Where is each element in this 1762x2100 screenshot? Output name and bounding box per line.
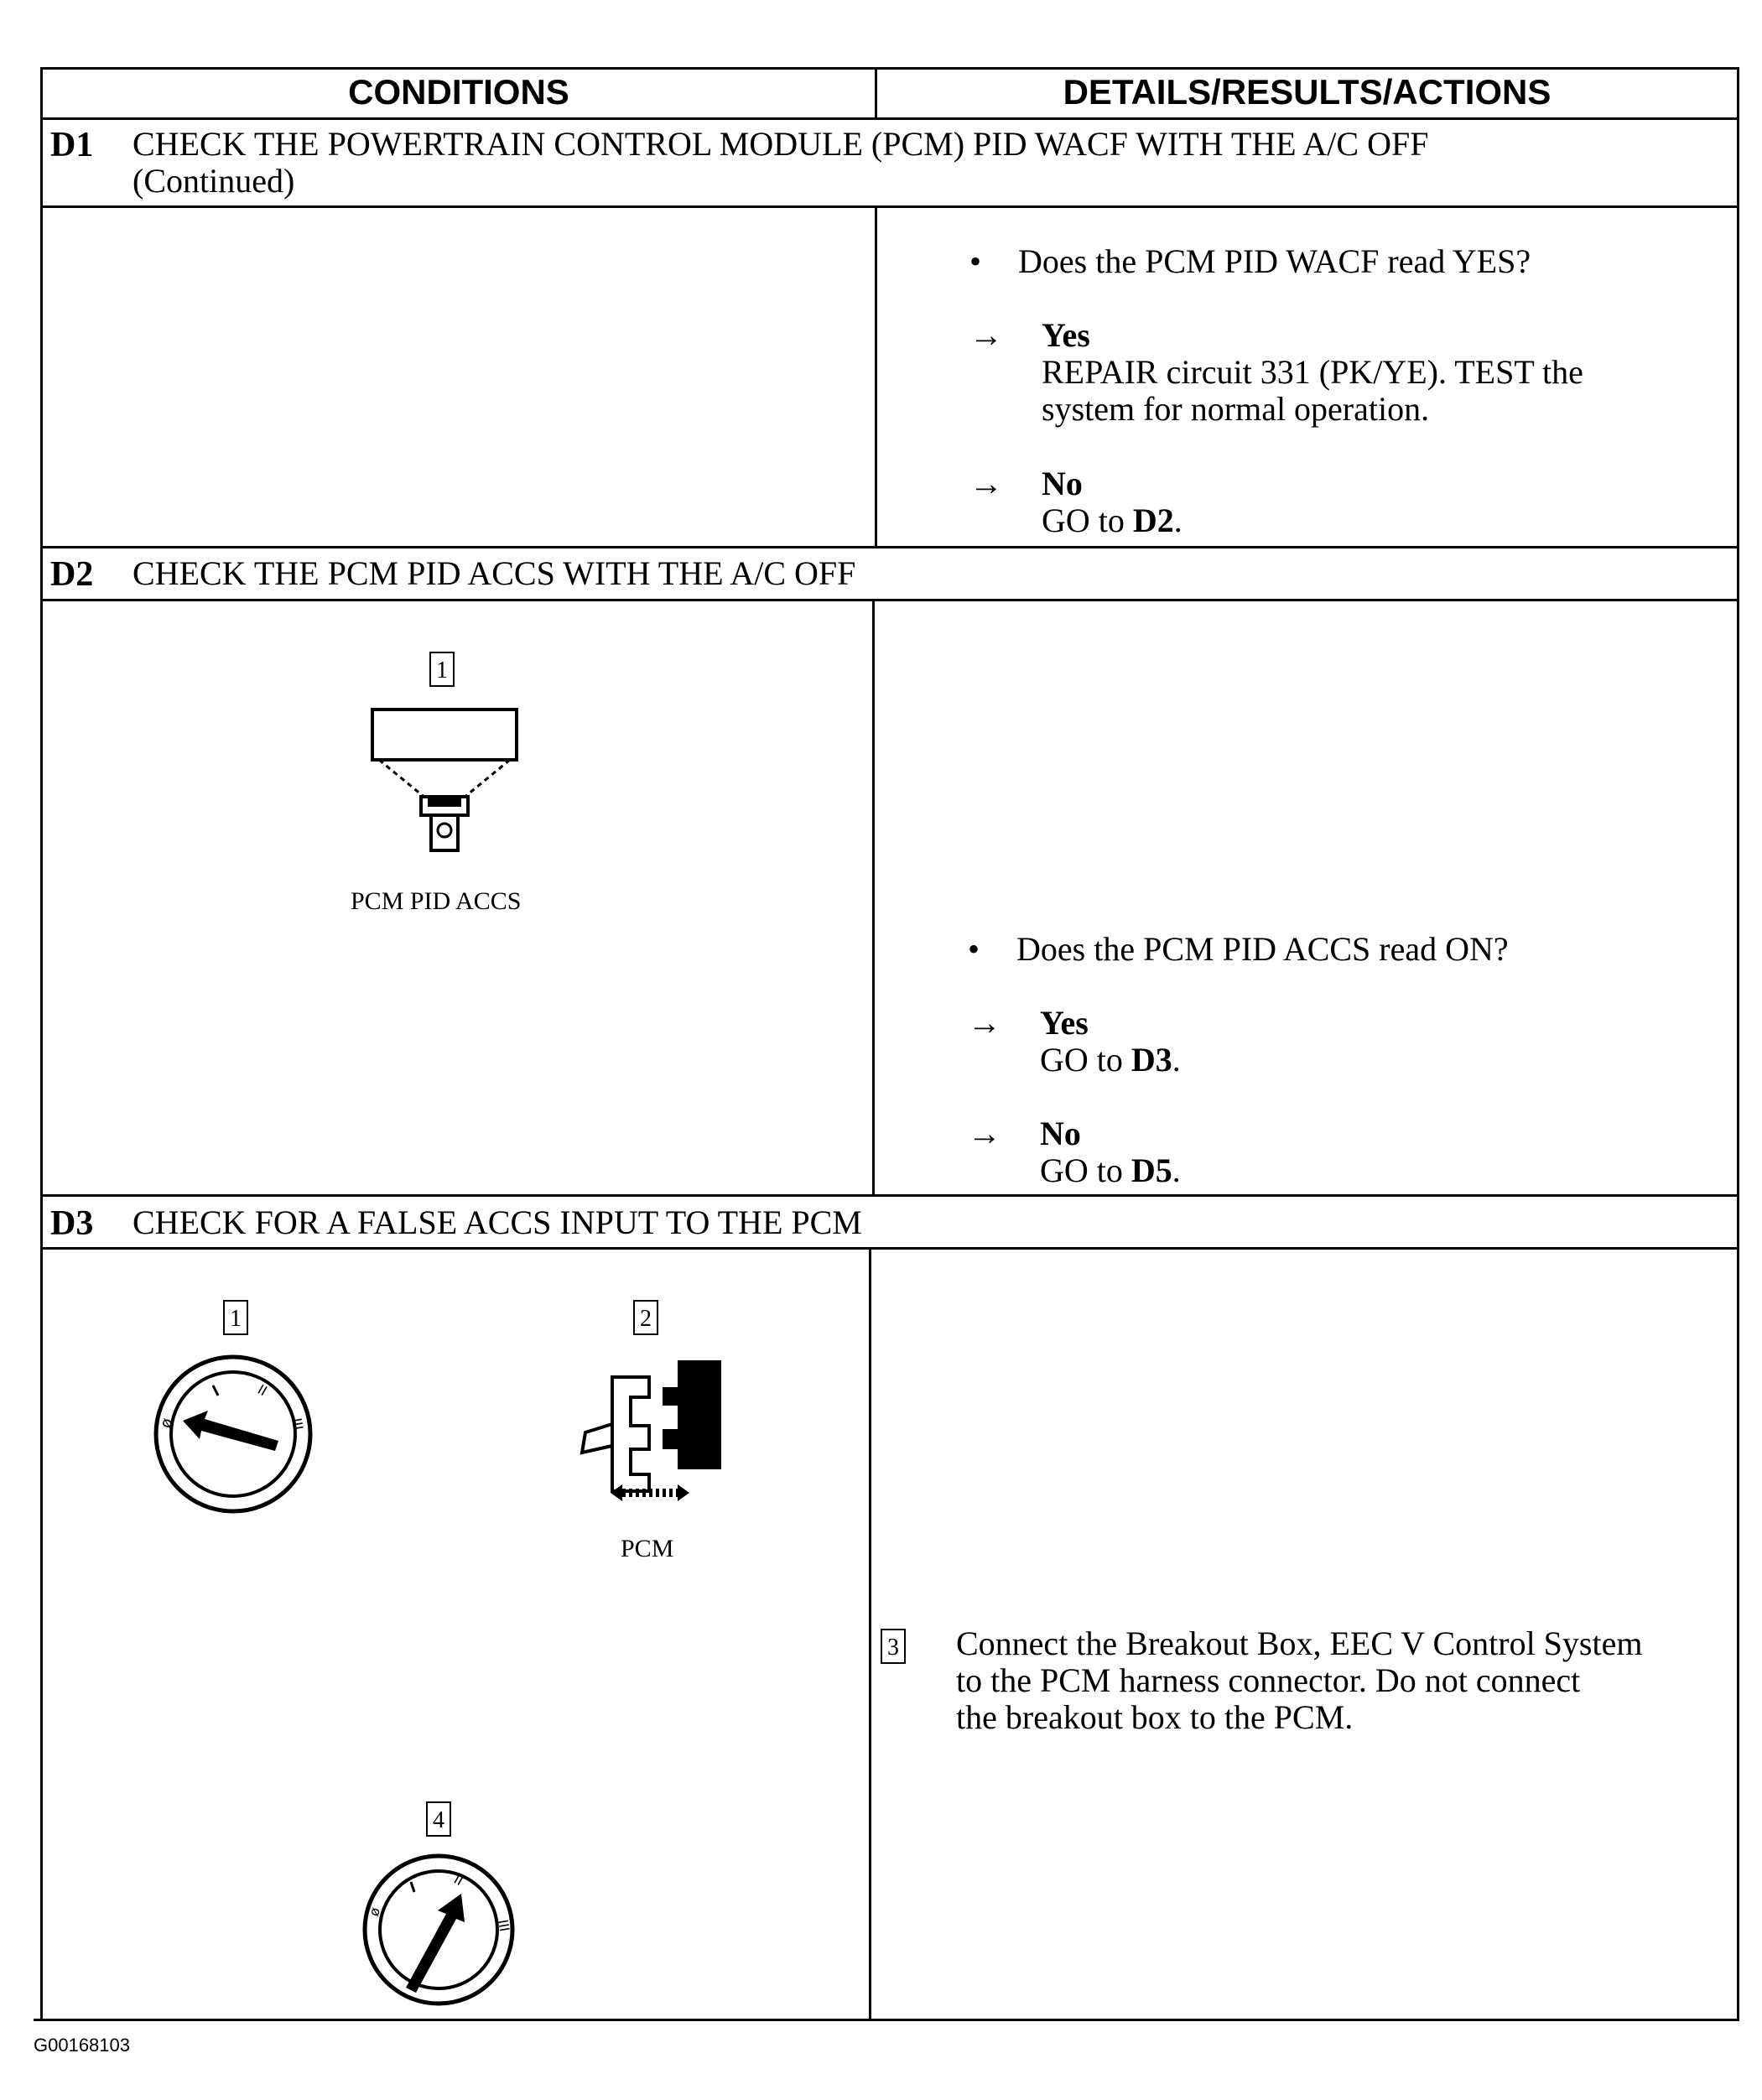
d2-fig-step-box: 1 (429, 652, 455, 687)
d3-column-divider (869, 1247, 871, 2020)
d2-no-prefix: GO to (1040, 1151, 1131, 1189)
pcm-connector-icon (580, 1360, 721, 1501)
d2-yes-suffix: . (1172, 1041, 1181, 1079)
d3-step3-box: 3 (881, 1629, 906, 1664)
d2-no-suffix: . (1172, 1151, 1181, 1189)
d1-step-id: D1 (50, 126, 94, 164)
d2-step-id: D2 (50, 555, 94, 594)
d1-no-target[interactable]: D2 (1132, 502, 1174, 539)
d2-yes-target[interactable]: D3 (1130, 1041, 1172, 1079)
d1-yes-action-2: system for normal operation. (1042, 390, 1430, 428)
figure-code: G00168103 (34, 2035, 130, 2056)
d2-fig-caption: PCM PID ACCS (351, 887, 522, 915)
d1-no-suffix: . (1173, 502, 1182, 539)
header-conditions: CONDITIONS (348, 72, 569, 112)
header-details: DETAILS/RESULTS/ACTIONS (1063, 72, 1551, 112)
d1-yes-label: Yes (1042, 316, 1090, 354)
table-border-top (40, 67, 1739, 70)
d2-no-action: GO to D5. (1040, 1152, 1181, 1189)
d3-fig1-step-box: 1 (223, 1300, 248, 1335)
d1-yes-action-1: REPAIR circuit 331 (PK/YE). TEST the (1042, 353, 1583, 391)
d3-step-title: CHECK FOR A FALSE ACCS INPUT TO THE PCM (133, 1203, 862, 1241)
header-divider (875, 67, 877, 119)
d2-column-divider (872, 599, 875, 1196)
d3-step3-line2: to the PCM harness connector. Do not con… (956, 1661, 1581, 1699)
d1-bullet: • (969, 242, 982, 280)
d2-yes-label: Yes (1040, 1004, 1089, 1042)
d2-no-arrow: → (968, 1115, 1001, 1152)
d3-title-rule (40, 1247, 1739, 1250)
d1-bottom-rule (40, 546, 1739, 548)
d2-no-label: No (1040, 1115, 1081, 1152)
d1-question: Does the PCM PID WACF read YES? (1018, 242, 1531, 280)
d2-yes-action: GO to D3. (1040, 1042, 1181, 1079)
d1-no-prefix: GO to (1042, 502, 1133, 539)
d2-bottom-rule (40, 1194, 1739, 1197)
d3-fig2-step-box: 2 (633, 1300, 658, 1335)
svg-text:III: III (288, 1416, 306, 1431)
d2-question: Does the PCM PID ACCS read ON? (1016, 930, 1509, 968)
d2-step-title: CHECK THE PCM PID ACCS WITH THE A/C OFF (133, 554, 856, 592)
d1-no-label: No (1042, 465, 1083, 502)
table-border-right (1737, 67, 1739, 2021)
table-border-bottom (34, 2019, 1739, 2021)
d2-yes-arrow: → (968, 1004, 1001, 1042)
svg-text:III: III (495, 1918, 512, 1932)
d2-yes-prefix: GO to (1040, 1041, 1131, 1079)
d3-fig2-caption: PCM (621, 1535, 674, 1562)
d3-step3-line3: the breakout box to the PCM. (956, 1698, 1354, 1736)
d1-yes-arrow: → (969, 316, 1003, 354)
d3-fig4-step-box: 4 (426, 1801, 451, 1837)
d1-column-divider (875, 205, 877, 548)
d1-no-action: GO to D2. (1042, 502, 1182, 539)
d1-step-title: CHECK THE POWERTRAIN CONTROL MODULE (PCM… (133, 125, 1429, 163)
d3-step-id: D3 (50, 1204, 94, 1243)
d1-no-arrow: → (969, 465, 1003, 502)
d2-no-target[interactable]: D5 (1130, 1151, 1172, 1189)
d2-bullet: • (968, 930, 980, 968)
table-border-left (40, 67, 43, 2021)
d1-title-rule (40, 205, 1739, 208)
ignition-switch-run-icon: ø II III (362, 1853, 515, 2006)
d2-title-rule (40, 599, 1739, 601)
header-bottom-rule (40, 117, 1739, 120)
scan-tool-icon (371, 708, 518, 852)
d3-step3-line1: Connect the Breakout Box, EEC V Control … (956, 1624, 1643, 1662)
ignition-switch-off-icon: ø II III (153, 1354, 313, 1514)
d1-step-title-cont: (Continued) (133, 162, 295, 200)
